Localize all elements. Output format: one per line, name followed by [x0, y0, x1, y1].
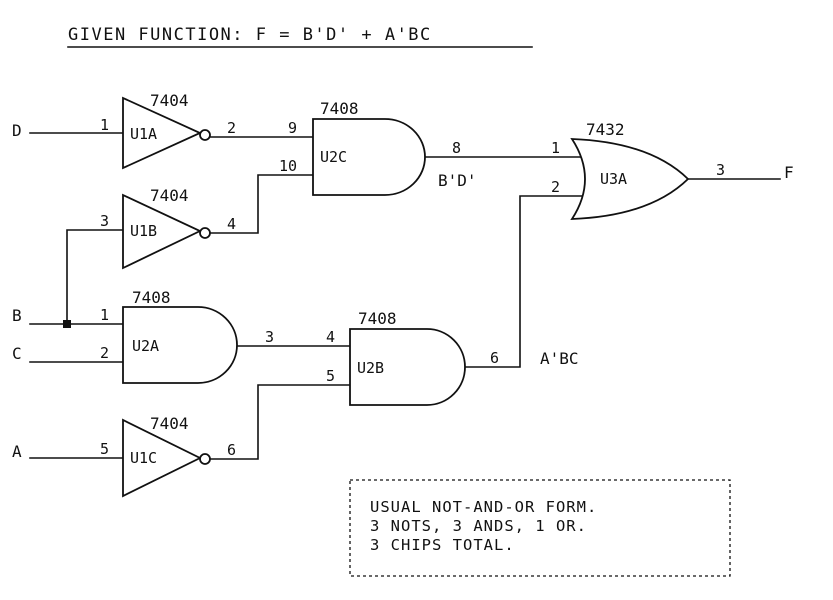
junction-dot — [63, 320, 71, 328]
pin-label-u2a-in2: 2 — [100, 344, 109, 362]
pin-label-u2c-in2: 10 — [279, 157, 297, 175]
pin-label-u1c-in: 5 — [100, 440, 109, 458]
or-gate-u3a: U3A 7432 1 2 3 — [551, 120, 725, 220]
signal-label-abc: A'BC — [540, 349, 579, 368]
chip-label-u1b: 7404 — [150, 186, 189, 205]
pin-label-u2a-out: 3 — [265, 328, 274, 346]
gate-ref-u2a: U2A — [132, 337, 159, 355]
input-label-a: A — [12, 442, 22, 461]
diagram-title: GIVEN FUNCTION: F = B'D' + A'BC — [68, 25, 432, 45]
chip-label-u2c: 7408 — [320, 99, 359, 118]
note-line-3: 3 CHIPS TOTAL. — [370, 536, 515, 554]
pin-label-u2b-in1: 4 — [326, 328, 335, 346]
chip-label-u2b: 7408 — [358, 309, 397, 328]
pin-label-u3a-in2: 2 — [551, 178, 560, 196]
pin-label-u1a-in: 1 — [100, 116, 109, 134]
chip-label-u2a: 7408 — [132, 288, 171, 307]
pin-label-u1b-in: 3 — [100, 212, 109, 230]
chip-label-u3a: 7432 — [586, 120, 625, 139]
and-gate-u2a: U2A 7408 1 2 3 — [100, 288, 274, 384]
pin-label-u3a-out: 3 — [716, 161, 725, 179]
input-label-d: D — [12, 121, 22, 140]
inverter-u1c: U1C 7404 5 6 — [100, 414, 236, 498]
pin-label-u1a-out: 2 — [227, 119, 236, 137]
chip-label-u1c: 7404 — [150, 414, 189, 433]
inverter-u1a: U1A 7404 1 2 — [100, 91, 236, 170]
input-label-b: B — [12, 306, 22, 325]
pin-label-u2b-out: 6 — [490, 349, 499, 367]
gate-ref-u2b: U2B — [357, 359, 384, 377]
gate-ref-u1a: U1A — [130, 125, 157, 143]
pin-label-u2c-in1: 9 — [288, 119, 297, 137]
pin-label-u1c-out: 6 — [227, 441, 236, 459]
pin-label-u3a-in1: 1 — [551, 139, 560, 157]
gate-ref-u1b: U1B — [130, 222, 157, 240]
pin-label-u2a-in1: 1 — [100, 306, 109, 324]
wires — [29, 132, 781, 460]
note-line-2: 3 NOTS, 3 ANDS, 1 OR. — [370, 517, 587, 535]
gate-ref-u3a: U3A — [600, 170, 627, 188]
input-label-c: C — [12, 344, 22, 363]
note-line-1: USUAL NOT-AND-OR FORM. — [370, 498, 597, 516]
pin-label-u1b-out: 4 — [227, 215, 236, 233]
signal-label-bd: B'D' — [438, 171, 477, 190]
gate-ref-u2c: U2C — [320, 148, 347, 166]
pin-label-u2c-out: 8 — [452, 139, 461, 157]
pin-label-u2b-in2: 5 — [326, 367, 335, 385]
note-box: USUAL NOT-AND-OR FORM. 3 NOTS, 3 ANDS, 1… — [349, 479, 731, 577]
gate-ref-u1c: U1C — [130, 449, 157, 467]
and-gate-u2b: U2B 7408 4 5 6 — [326, 309, 499, 406]
and-gate-u2c: U2C 7408 9 10 8 — [279, 99, 461, 196]
chip-label-u1a: 7404 — [150, 91, 189, 110]
output-label-f: F — [784, 163, 794, 182]
inverter-u1b: U1B 7404 3 4 — [100, 186, 236, 270]
